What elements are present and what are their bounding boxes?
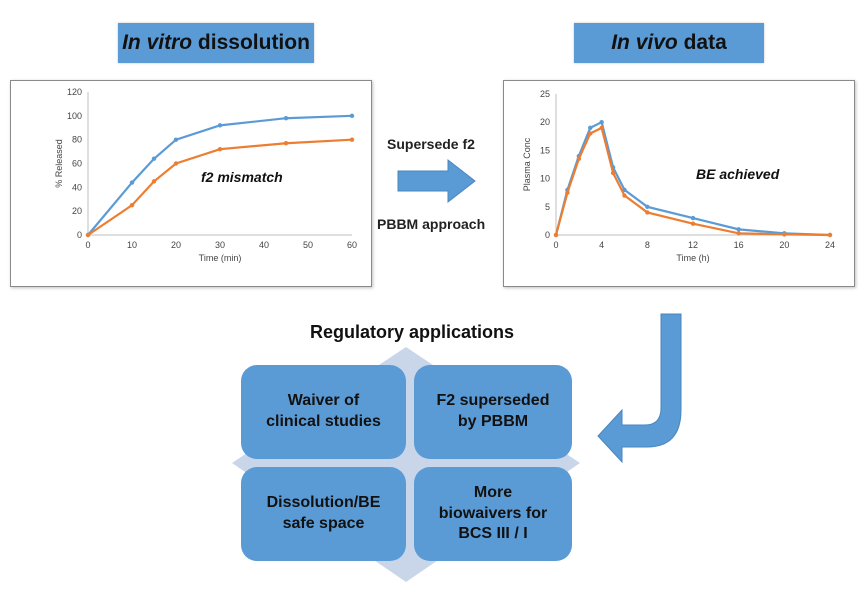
series-0-point [645,204,650,209]
dissolution-safe-space-box: Dissolution/BE safe space [241,467,406,561]
series-0-point [151,156,157,161]
y-tick-label: 20 [540,117,550,127]
series-1-line [554,126,831,237]
series-0-point [736,227,741,232]
in-vivo-title-rest: data [677,31,727,54]
series-1-point [553,232,559,238]
y-tick-label: 40 [72,182,82,192]
series-1-point [565,190,570,195]
series-1-point [129,203,135,208]
x-axis-label: Time (h) [676,253,709,263]
x-axis-label: Time (min) [199,253,242,263]
x-tick-label: 24 [825,240,835,250]
in-vitro-title: In vitro dissolution [118,23,314,63]
series-1-point [283,141,289,146]
x-tick-label: 20 [779,240,789,250]
quadrant-label: F2 superseded by PBBM [436,392,550,430]
series-1-point [736,231,741,236]
y-tick-label: 60 [72,159,82,169]
y-tick-label: 0 [545,230,550,240]
waiver-clinical-studies-box: Waiver of clinical studies [241,365,406,459]
y-axis-label: % Released [54,139,64,188]
quadrant-label: Waiver of clinical studies [266,392,381,430]
series-1-point [85,232,91,238]
y-tick-label: 10 [540,174,550,184]
series-0-point [283,116,289,121]
y-tick-label: 100 [67,111,82,121]
series-1-point [151,179,157,184]
series-0-point [690,215,696,221]
x-tick-label: 10 [127,240,137,250]
quadrant-label: Dissolution/BE safe space [266,494,381,532]
y-tick-label: 25 [540,89,550,99]
series-1-point [645,210,650,215]
series-1-point [622,193,627,198]
series-0-point [129,180,135,185]
series-1-point [349,137,355,142]
in-vitro-title-rest: dissolution [192,31,310,54]
quadrant-label: More biowaivers for BCS III / I [438,483,548,543]
in-vivo-title-italic: In vivo [611,31,678,54]
x-tick-label: 0 [553,240,558,250]
series-1-point [782,232,787,237]
series-0-point [217,123,223,128]
x-tick-label: 16 [734,240,744,250]
series-1-point [610,170,616,176]
series-1-point [827,232,833,238]
x-tick-label: 4 [599,240,604,250]
x-tick-label: 8 [645,240,650,250]
series-0-point [349,113,355,119]
pbbm-approach-label: PBBM approach [377,216,486,232]
y-tick-label: 5 [545,202,550,212]
regulatory-applications-title: Regulatory applications [309,322,515,342]
chart-annotation: BE achieved [696,166,780,182]
series-1-point [588,131,593,136]
f2-superseded-box: F2 superseded by PBBM [414,365,572,459]
series-1-point [599,125,604,131]
chart-annotation: f2 mismatch [201,169,283,185]
y-tick-label: 120 [67,87,82,97]
in-vivo-title: In vivo data [574,23,764,63]
in-vitro-title-italic: In vitro [122,31,193,54]
series-0-point [173,137,179,142]
y-tick-label: 80 [72,135,82,145]
x-tick-label: 12 [688,240,698,250]
series-1-point [690,221,696,226]
series-1-point [173,161,179,166]
x-tick-label: 30 [215,240,225,250]
series-1-point [576,156,582,162]
x-tick-label: 0 [85,240,90,250]
series-0-point [599,120,604,125]
more-biowaivers-box: More biowaivers for BCS III / I [414,467,572,561]
y-tick-label: 15 [540,145,550,155]
y-tick-label: 20 [72,206,82,216]
supersede-f2-label: Supersede f2 [387,136,475,152]
x-tick-label: 50 [303,240,313,250]
series-1-point [217,147,223,152]
x-tick-label: 60 [347,240,357,250]
y-tick-label: 0 [77,230,82,240]
y-axis-label: Plasma Conc [522,137,532,191]
x-tick-label: 40 [259,240,269,250]
series-0-point [588,125,593,131]
x-tick-label: 20 [171,240,181,250]
